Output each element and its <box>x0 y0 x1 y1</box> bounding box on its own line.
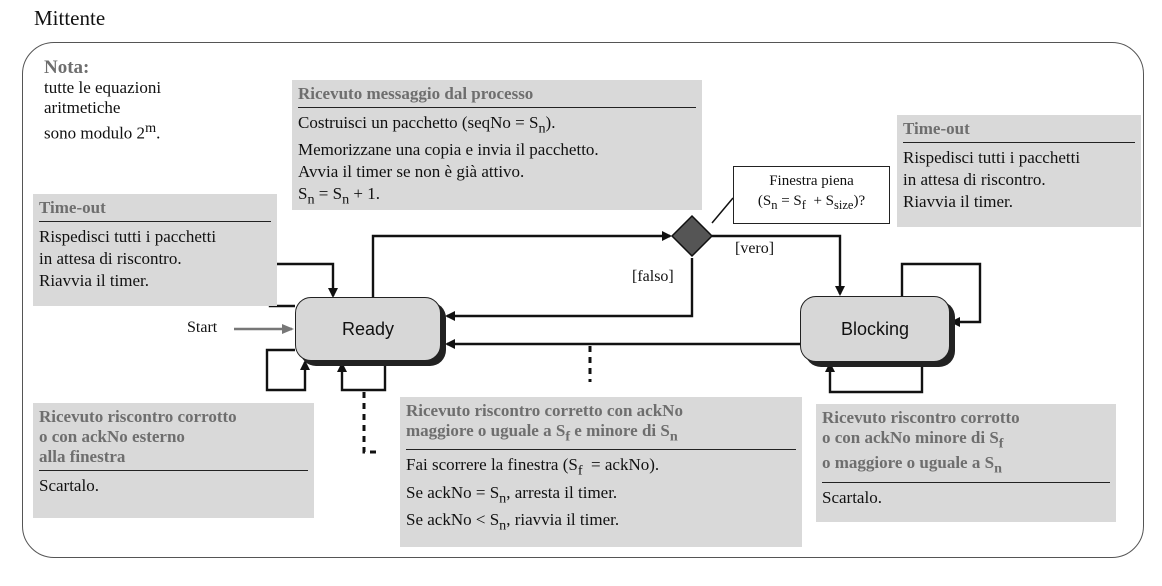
box-corrupt-ready-body: Scartalo. <box>39 475 308 497</box>
note-header: Nota: <box>44 57 90 78</box>
state-ready: Ready <box>295 297 441 361</box>
text-line: (Sn = Sf + Ssize)? <box>757 193 866 212</box>
text-line: aritmetiche <box>44 98 121 117</box>
frame-title: Mittente <box>34 6 106 30</box>
text-line: o con ackNo minore di Sf <box>822 428 1004 452</box>
text-line: Fai scorrere la finestra (Sf = ackNo). <box>406 455 660 479</box>
text-line: Riavvia il timer. <box>39 271 150 290</box>
text-line: Costruisci un pacchetto (seqNo = Sn). <box>298 113 556 137</box>
text-line: in attesa di riscontro. <box>39 249 182 268</box>
box-timeout-blocking-body: Rispedisci tutti i pacchetti in attesa di… <box>903 147 1135 213</box>
box-message-received: Ricevuto messaggio dal processo Costruis… <box>292 80 702 210</box>
state-blocking-label: Blocking <box>840 318 910 339</box>
box-timeout-blocking: Time-out Rispedisci tutti i pacchetti in … <box>897 115 1141 227</box>
label-true: [vero] <box>735 240 775 257</box>
condition-text: Finestra piena (Sn = Sf + Ssize)? <box>734 171 889 215</box>
decision-diamond <box>670 214 714 258</box>
condition-pointer <box>711 197 734 224</box>
condition-note: Finestra piena (Sn = Sf + Ssize)? <box>733 166 890 224</box>
text-line: Rispedisci tutti i pacchetti <box>39 227 217 246</box>
ready-corrupt-loop-2 <box>337 362 387 392</box>
text-line: Se ackNo = Sn, arresta il timer. <box>406 482 618 507</box>
label-start: Start <box>187 319 218 336</box>
state-ready-label: Ready <box>341 318 395 339</box>
sender-frame <box>22 42 1144 558</box>
text-line: Ricevuto riscontro corrotto <box>39 407 237 426</box>
text-line: tutte le equazioni <box>44 78 162 97</box>
false-transition <box>445 258 694 321</box>
box-corrupt-blocking-body: Scartalo. <box>822 487 1110 509</box>
text-line: Avvia il timer se non è già attivo. <box>298 162 525 182</box>
box-timeout-ready: Time-out Rispedisci tutti i pacchetti in … <box>33 194 277 306</box>
blocking-corrupt-loop <box>825 362 924 394</box>
text-line: Ricevuto riscontro corrotto <box>822 408 1020 427</box>
blocking-timeout-loop <box>900 262 982 327</box>
text-line: Se ackNo < Sn, riavvia il timer. <box>406 510 620 534</box>
ready-corrupt-loop-1 <box>265 348 310 392</box>
text-line: o con ackNo esterno <box>39 427 185 446</box>
send-transition <box>371 231 672 298</box>
dashed-link-left <box>362 392 380 454</box>
true-transition <box>712 234 845 296</box>
text-line: Rispedisci tutti i pacchetti <box>903 148 1081 167</box>
text-line: in attesa di riscontro. <box>903 170 1046 189</box>
state-blocking: Blocking <box>800 296 950 362</box>
text-line: Scartalo. <box>39 476 99 495</box>
text-line: o maggiore o uguale a Sn <box>822 453 1002 477</box>
text-line: Ricevuto riscontro corretto con ackNo <box>406 401 683 420</box>
text-line: alla finestra <box>39 447 126 466</box>
text-line: Riavvia il timer. <box>903 192 1014 211</box>
box-message-header: Ricevuto messaggio dal processo <box>298 84 534 103</box>
box-timeout-ready-body: Rispedisci tutti i pacchetti in attesa di… <box>39 226 271 292</box>
box-correct-ack-body: Fai scorrere la finestra (Sf = ackNo). Se… <box>406 454 796 536</box>
label-false: [falso] <box>632 268 674 285</box>
box-timeout-blocking-header: Time-out <box>903 119 970 138</box>
box-message-body: Costruisci un pacchetto (seqNo = Sn). Mem… <box>298 112 696 211</box>
text-line: Finestra piena <box>769 173 854 189</box>
text-line: Sn = Sn + 1. <box>298 184 381 208</box>
box-timeout-ready-header: Time-out <box>39 198 106 217</box>
text-line: sono modulo 2m. <box>44 120 161 143</box>
text-line: Memorizzane una copia e invia il pacchet… <box>298 140 599 160</box>
text-line: maggiore o uguale a Sf e minore di Sn <box>406 421 678 445</box>
text-line: Scartalo. <box>822 487 882 507</box>
